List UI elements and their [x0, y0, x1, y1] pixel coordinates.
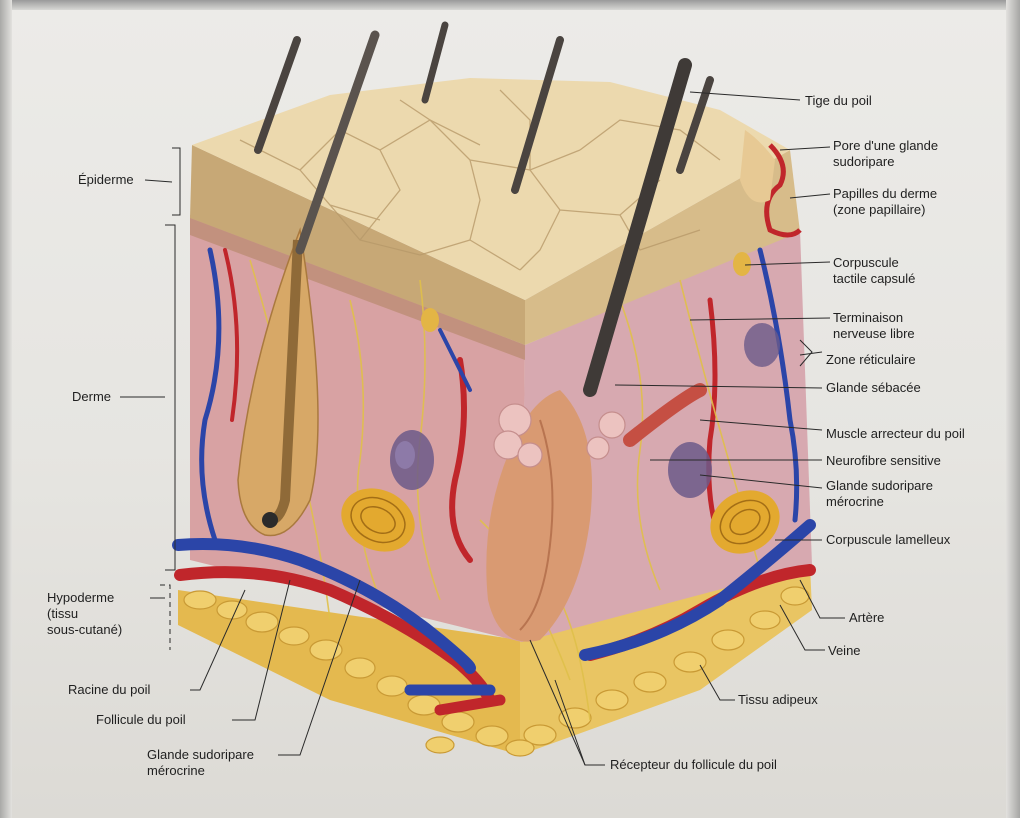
- label-tige-du-poil: Tige du poil: [805, 93, 872, 109]
- label-epiderme: Épiderme: [78, 172, 134, 188]
- label-corpuscule-tactile: Corpuscule tactile capsulé: [833, 255, 915, 287]
- label-veine: Veine: [828, 643, 861, 659]
- label-hypoderme: Hypoderme (tissu sous-cutané): [47, 590, 122, 638]
- label-derme: Derme: [72, 389, 111, 405]
- sweat-gland-left: [390, 430, 434, 490]
- label-glande-sudoripare-merocrine-right: Glande sudoripare mérocrine: [826, 478, 933, 510]
- label-papilles-du-derme: Papilles du derme (zone papillaire): [833, 186, 937, 218]
- label-glande-sebacee: Glande sébacée: [826, 380, 921, 396]
- label-muscle-arrecteur: Muscle arrecteur du poil: [826, 426, 965, 442]
- label-racine-du-poil: Racine du poil: [68, 682, 150, 698]
- label-zone-reticulaire: Zone réticulaire: [826, 352, 916, 368]
- label-terminaison-nerveuse: Terminaison nerveuse libre: [833, 310, 915, 342]
- label-neurofibre-sensitive: Neurofibre sensitive: [826, 453, 941, 469]
- label-corpuscule-lamelleux: Corpuscule lamelleux: [826, 532, 950, 548]
- label-artere: Artère: [849, 610, 884, 626]
- label-pore-glande-sudoripare: Pore d'une glande sudoripare: [833, 138, 938, 170]
- label-tissu-adipeux: Tissu adipeux: [738, 692, 818, 708]
- label-recepteur-follicule: Récepteur du follicule du poil: [610, 757, 777, 773]
- label-glande-sudoripare-merocrine-left: Glande sudoripare mérocrine: [147, 747, 254, 779]
- label-follicule-du-poil: Follicule du poil: [96, 712, 186, 728]
- tactile-corpuscle: [421, 308, 439, 332]
